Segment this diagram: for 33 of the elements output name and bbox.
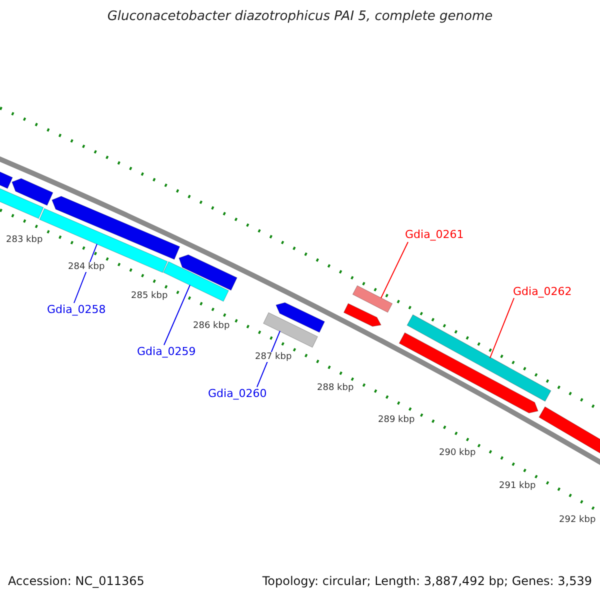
gene-label: Gdia_0258: [47, 304, 106, 317]
gene-bar: [0, 187, 44, 219]
gene-bar: [178, 254, 238, 291]
gene-label: Gdia_0259: [137, 346, 196, 359]
gene-bar: [263, 312, 318, 348]
scale-label: 289 kbp: [378, 415, 415, 426]
gene-bar: [406, 314, 552, 402]
gene-label: Gdia_0262: [513, 286, 572, 299]
scale-label: 287 kbp: [255, 352, 292, 362]
gene-bar: [352, 285, 393, 313]
gene-label: Gdia_0261: [405, 229, 464, 242]
scale-label: 288 kbp: [317, 383, 354, 394]
gene-bar: [538, 406, 600, 454]
gene-label: Gdia_0260: [208, 388, 267, 401]
scale-label: 292 kbp: [559, 515, 596, 526]
gene-bar: [398, 332, 538, 414]
gene-bar: [343, 303, 382, 327]
scale-label: 290 kbp: [439, 448, 476, 458]
scale-label: 291 kbp: [499, 481, 536, 492]
gene-bar: [0, 171, 13, 189]
title: Gluconacetobacter diazotrophicus PAI 5, complete genome: [106, 10, 494, 25]
footer-text: Accession: NC_011365: [8, 575, 144, 589]
scale-label: 284 kbp: [68, 262, 105, 272]
leader-line: [164, 284, 190, 346]
scale-label: 286 kbp: [193, 321, 230, 332]
leader-line: [380, 242, 408, 298]
scale-label: 285 kbp: [131, 291, 168, 302]
gene-bar: [52, 196, 180, 260]
gene-bar: [276, 302, 325, 333]
scale-label: 283 kbp: [6, 235, 43, 246]
leader-line: [490, 298, 514, 358]
gene-bar: [12, 178, 54, 206]
footer-text: Topology: circular; Length: 3,887,492 bp; Genes: 3,539: [262, 575, 592, 589]
